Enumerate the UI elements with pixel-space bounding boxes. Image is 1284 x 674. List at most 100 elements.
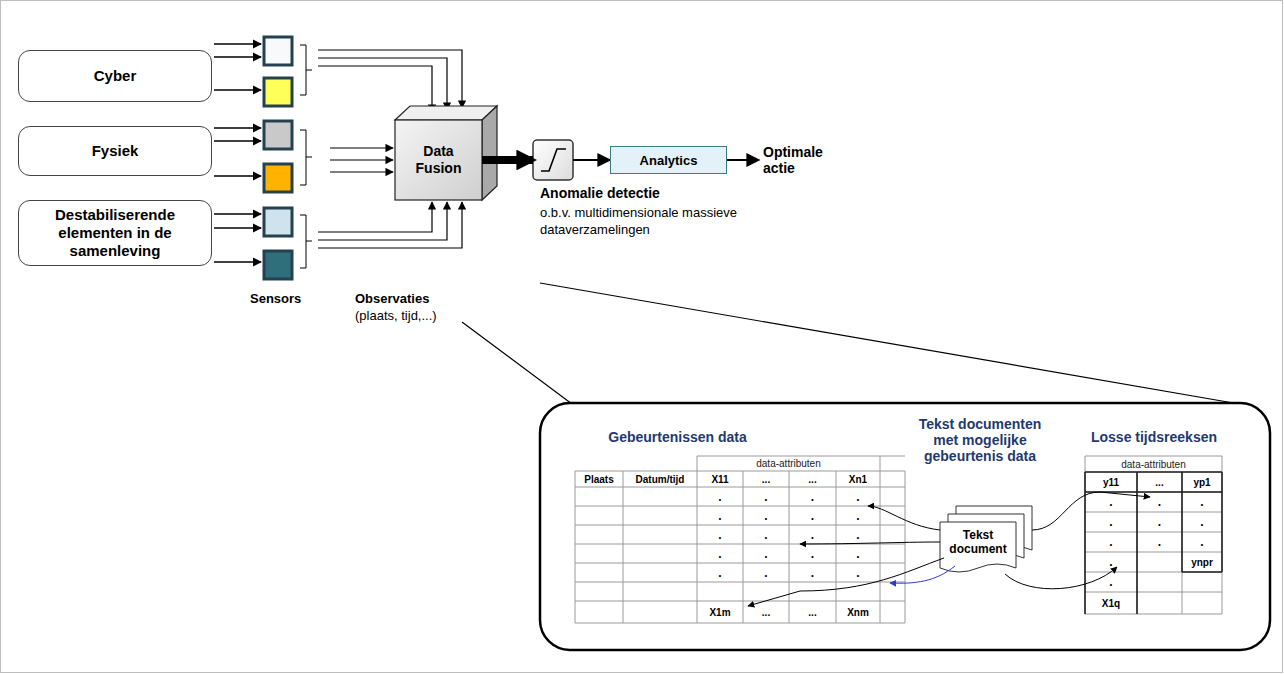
table-cell: . [789, 525, 836, 544]
group-box: Cyber [18, 50, 212, 102]
node-text: Tekst document [944, 528, 1012, 556]
zoom-lines [462, 283, 1245, 405]
grid-line [1085, 572, 1222, 573]
table-cell: Xnm [836, 601, 880, 623]
table-cell: Xn1 [836, 471, 880, 487]
table-cell: . [789, 563, 836, 582]
table-cell: . [836, 487, 880, 506]
table-cell: . [697, 544, 743, 563]
sensors-label: Sensors [250, 289, 314, 307]
grid-line [575, 563, 905, 564]
grid-line [575, 623, 905, 624]
grid-line [1136, 472, 1138, 614]
detail-panel [540, 403, 1270, 650]
sensor-squares [264, 37, 292, 279]
grid-line [575, 471, 576, 623]
table-header: Plaats [575, 471, 623, 487]
table-cell: . [697, 525, 743, 544]
table-cell: ... [1137, 472, 1182, 492]
table-cell: . [1085, 492, 1137, 512]
grid-line [1181, 472, 1183, 572]
text-document: Tekst document [940, 522, 1016, 568]
grid-line [575, 506, 905, 507]
table-cell: . [1182, 512, 1222, 532]
table-cell: . [1085, 572, 1137, 592]
grid-line [880, 456, 881, 623]
table-cell: . [836, 525, 880, 544]
thick-flow-arrow [482, 156, 533, 164]
node-text: Analytics [640, 153, 698, 168]
table-cell: yp1 [1182, 472, 1222, 492]
table-cell: . [697, 563, 743, 582]
grid-line [1085, 614, 1222, 615]
grid-line [575, 487, 905, 488]
node-text: Destabiliserende elementen in de samenle… [27, 206, 203, 260]
table-cell: . [836, 544, 880, 563]
anomaly-box: Anomalie detectieo.b.v. multidimensional… [533, 140, 573, 180]
node-text: Data Fusion [401, 143, 476, 177]
table-cell: . [836, 506, 880, 525]
analytics-box: Analytics [610, 146, 727, 174]
result-arrow [727, 159, 759, 161]
table-cell: . [743, 563, 789, 582]
table-cell: . [1137, 512, 1182, 532]
table-cell: . [1085, 532, 1137, 552]
anomaly-description: o.b.v. multidimensionale massieve datave… [540, 204, 740, 238]
table-cell: ... [789, 601, 836, 623]
table-cell: ... [789, 471, 836, 487]
node-text: Fysiek [92, 142, 139, 160]
table-cell: . [1182, 532, 1222, 552]
grid-line [575, 525, 905, 526]
table-cell: ynpr [1182, 552, 1222, 572]
data-fusion-cube [395, 106, 497, 200]
extraction-arrows [748, 492, 1150, 606]
table-cell: . [789, 487, 836, 506]
grid-line [1085, 532, 1222, 533]
grid-line [1084, 472, 1086, 614]
flow-arrow [573, 159, 610, 161]
table-cell: . [1137, 532, 1182, 552]
grid-line [575, 471, 905, 472]
extraction-arrow-blue [890, 566, 955, 583]
sensor-brackets [300, 45, 312, 268]
table-cell: . [743, 487, 789, 506]
document-stack [940, 506, 1032, 572]
input-arrows [214, 44, 261, 262]
observations-label: Observaties [355, 289, 455, 307]
table-cell: . [836, 563, 880, 582]
grid-line [623, 471, 624, 623]
table-cell: . [1085, 552, 1137, 572]
node-text: Cyber [94, 67, 137, 85]
grid-line [1085, 472, 1222, 473]
grid-line [1085, 592, 1222, 593]
column-group-header: data-attributen [697, 456, 880, 471]
table-cell: X1q [1085, 592, 1137, 614]
group-box: Destabiliserende elementen in de samenle… [18, 200, 212, 266]
grid-line [1222, 456, 1223, 614]
table-cell: . [697, 487, 743, 506]
table-cell: . [743, 506, 789, 525]
grid-line [905, 471, 906, 623]
grid-line [1085, 456, 1222, 457]
table-cell: X1m [697, 601, 743, 623]
result-label: Optimale actie [763, 142, 835, 178]
grid-line [1085, 512, 1222, 513]
grid-line [1085, 456, 1086, 614]
table-header: Datum/tijd [623, 471, 697, 487]
grid-line [1221, 472, 1223, 572]
grid-line [575, 601, 905, 602]
table-grids [575, 456, 1222, 623]
grid-line [789, 471, 790, 623]
table-cell: . [1085, 512, 1137, 532]
grid-line [836, 471, 837, 623]
grid-line [743, 471, 744, 623]
table-cell: . [743, 544, 789, 563]
section-heading: Gebeurtenissen data [600, 428, 755, 446]
anomaly-symbol [533, 140, 573, 180]
grid-line [1182, 571, 1222, 573]
table-cell: X11 [697, 471, 743, 487]
fusion-cube: Data Fusion [395, 120, 482, 200]
grid-line [1137, 472, 1138, 614]
table-cell: y11 [1085, 472, 1137, 492]
table-cell: . [789, 506, 836, 525]
